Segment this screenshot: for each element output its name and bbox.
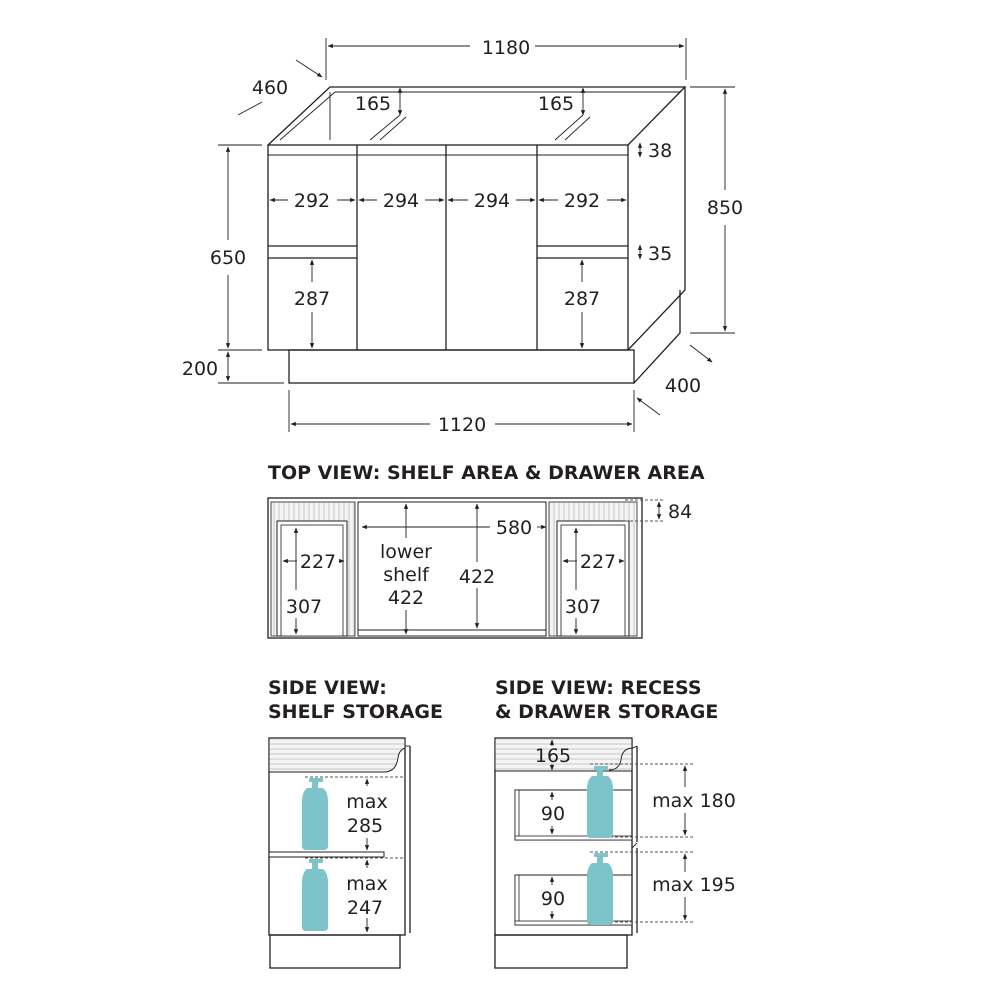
- dim-drawer-height-left: 287: [294, 288, 330, 310]
- dim-drawer-width-left: 292: [294, 190, 330, 212]
- side-shelf-title-1: SIDE VIEW:: [268, 677, 387, 699]
- dim-depth-top: 460: [252, 77, 288, 99]
- dim-top-rail: 38: [648, 140, 672, 162]
- dim-overall-height: 850: [707, 197, 743, 219]
- dim-kick-depth: 400: [665, 375, 701, 397]
- drawer-upper-max: max 180: [652, 790, 736, 812]
- dim-drawer-left-depth: 307: [286, 596, 322, 618]
- bottle-icon-upper-drawer: [587, 766, 613, 838]
- side-drawer-title-1: SIDE VIEW: RECESS: [495, 677, 702, 699]
- side-view-drawer: SIDE VIEW: RECESS & DRAWER STORAGE 165 9…: [494, 677, 736, 969]
- dim-drawer-upper-height: 90: [541, 803, 565, 825]
- top-view: TOP VIEW: SHELF AREA & DRAWER AREA 84 58…: [267, 462, 705, 639]
- dim-top-rail-depth: 84: [668, 501, 692, 523]
- dim-recess: 165: [535, 745, 571, 767]
- kickboard: [288, 349, 635, 384]
- lower-shelf-value: 422: [388, 587, 424, 609]
- shelf-lower-max-label: max: [346, 873, 387, 895]
- dim-door-width-left: 294: [383, 190, 419, 212]
- dim-drawer-height-right: 287: [564, 288, 600, 310]
- dim-drawer-right-width: 227: [580, 551, 616, 573]
- dim-body-height: 650: [210, 247, 246, 269]
- dim-kick-height: 200: [182, 358, 218, 380]
- side-view-shelf: SIDE VIEW: SHELF STORAGE max 285 max 247: [268, 677, 443, 969]
- lower-shelf-label-2: shelf: [383, 564, 430, 586]
- dim-kick-width: 1120: [438, 414, 486, 436]
- cabinet-outline: [267, 86, 687, 384]
- dim-door-width-right: 294: [474, 190, 510, 212]
- bottle-icon-upper: [302, 778, 328, 850]
- dim-drawer-lower-height: 90: [541, 888, 565, 910]
- dim-shelf-depth: 422: [459, 566, 495, 588]
- top-view-title: TOP VIEW: SHELF AREA & DRAWER AREA: [268, 462, 705, 484]
- lower-shelf-label-1: lower: [380, 541, 432, 563]
- dim-drawer-right-depth: 307: [565, 596, 601, 618]
- side-drawer-title-2: & DRAWER STORAGE: [495, 701, 718, 723]
- dim-drawer-left-width: 227: [300, 551, 336, 573]
- front-view: 1180 460 165 165 38 850 650 200 1120 400…: [182, 37, 743, 436]
- dim-drawer-gap: 35: [648, 243, 672, 265]
- dim-width-top: 1180: [482, 37, 530, 59]
- dim-shelf-width: 580: [496, 517, 532, 539]
- dimension-lines: [218, 38, 735, 432]
- drawer-lower-max: max 195: [652, 874, 736, 896]
- shelf-upper-max-label: max: [346, 791, 387, 813]
- dim-drawer-width-right: 292: [564, 190, 600, 212]
- shelf-lower-max-value: 247: [347, 897, 383, 919]
- bottle-icon-lower: [302, 859, 328, 931]
- dim-recess-left: 165: [355, 93, 391, 115]
- side-shelf-title-2: SHELF STORAGE: [268, 701, 443, 723]
- dim-recess-right: 165: [538, 93, 574, 115]
- shelf-upper-max-value: 285: [347, 815, 383, 837]
- bottle-icon-lower-drawer: [587, 853, 613, 925]
